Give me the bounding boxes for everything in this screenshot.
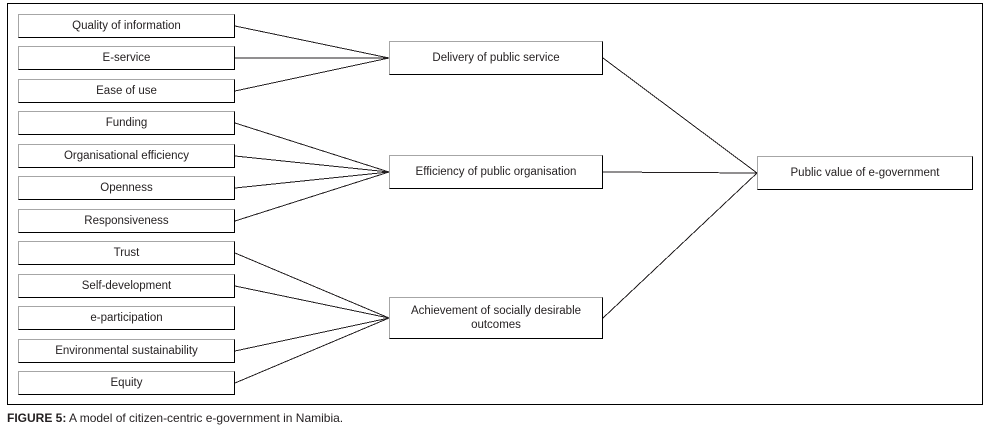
driver-box-funding[interactable]: Funding bbox=[18, 111, 235, 135]
driver-box-e-service[interactable]: E-service bbox=[18, 46, 235, 70]
driver-box-self-development[interactable]: Self-development bbox=[18, 274, 235, 298]
dimension-box-achievement-of-socially-desirable-outcomes[interactable]: Achievement of socially desirable outcom… bbox=[389, 297, 603, 339]
node-label: Achievement of socially desirable outcom… bbox=[410, 304, 582, 331]
driver-box-e-participation[interactable]: e-participation bbox=[18, 306, 235, 330]
node-label: Responsiveness bbox=[84, 214, 169, 227]
node-label: Public value of e-government bbox=[790, 166, 940, 179]
node-label: Funding bbox=[105, 116, 148, 129]
driver-box-equity[interactable]: Equity bbox=[18, 371, 235, 395]
node-label: Organisational efficiency bbox=[63, 149, 190, 162]
driver-box-openness[interactable]: Openness bbox=[18, 176, 235, 200]
node-label: Efficiency of public organisation bbox=[415, 165, 577, 178]
dimension-box-efficiency-of-public-organisation[interactable]: Efficiency of public organisation bbox=[389, 155, 603, 189]
node-label: Environmental sustainability bbox=[55, 344, 198, 357]
driver-box-quality-of-information[interactable]: Quality of information bbox=[18, 14, 235, 38]
driver-box-organisational-efficiency[interactable]: Organisational efficiency bbox=[18, 144, 235, 168]
driver-box-trust[interactable]: Trust bbox=[18, 241, 235, 265]
caption-label: FIGURE 5: bbox=[7, 411, 67, 425]
node-label: Quality of information bbox=[72, 19, 181, 32]
node-label: Ease of use bbox=[96, 84, 157, 97]
node-label: Delivery of public service bbox=[432, 51, 560, 64]
node-label: Self-development bbox=[81, 279, 172, 292]
node-label: e-participation bbox=[90, 311, 163, 324]
outcome-box-public-value-of-e-government[interactable]: Public value of e-government bbox=[757, 156, 973, 190]
caption-text: A model of citizen-centric e-government … bbox=[69, 411, 344, 425]
dimension-box-delivery-of-public-service[interactable]: Delivery of public service bbox=[389, 41, 603, 75]
figure-caption: FIGURE 5: A model of citizen-centric e-g… bbox=[7, 411, 983, 425]
node-label: Equity bbox=[110, 376, 143, 389]
driver-box-ease-of-use[interactable]: Ease of use bbox=[18, 79, 235, 103]
node-label: E-service bbox=[102, 51, 151, 64]
node-label: Openness bbox=[100, 181, 153, 194]
driver-box-environmental-sustainability[interactable]: Environmental sustainability bbox=[18, 339, 235, 363]
driver-box-responsiveness[interactable]: Responsiveness bbox=[18, 209, 235, 233]
node-label: Trust bbox=[113, 246, 140, 259]
